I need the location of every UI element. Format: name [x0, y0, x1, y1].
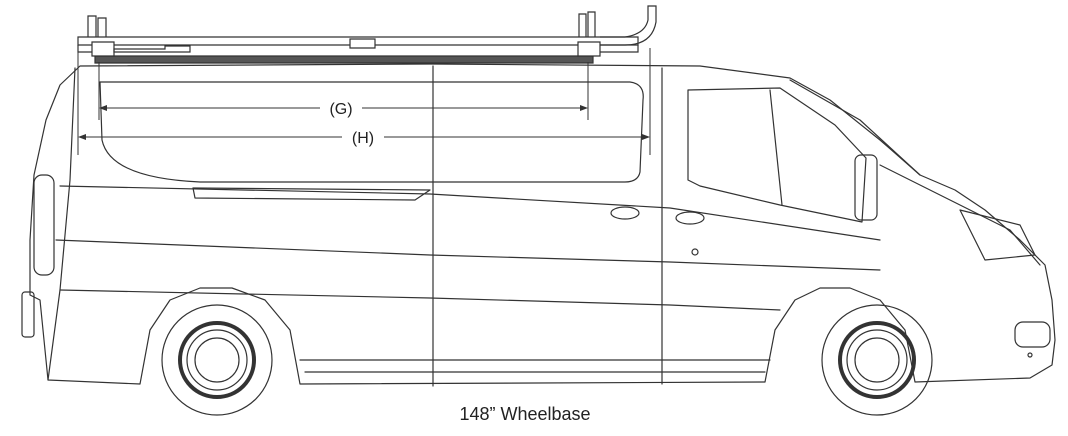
rear-door-handle — [611, 207, 639, 219]
windshield — [790, 80, 920, 175]
rack-post-right — [579, 12, 595, 37]
front-wheel — [822, 305, 932, 415]
g-arrow-left — [99, 105, 107, 111]
fog-light — [1015, 322, 1050, 347]
rear-bumper — [22, 292, 34, 337]
hood-line — [880, 165, 1040, 265]
fuel-door — [692, 249, 698, 255]
rack-base-bar — [95, 56, 593, 63]
rear-door — [48, 68, 75, 380]
sliding-door-track — [193, 188, 430, 200]
g-dimension-label: (G) — [329, 101, 352, 118]
side-window — [100, 82, 643, 182]
front-window — [688, 88, 866, 222]
h-arrow-left — [78, 134, 86, 140]
rear-wheel — [162, 305, 272, 415]
h-dimension-label: (H) — [352, 130, 374, 147]
front-door-handle — [676, 212, 704, 224]
van-body-outline — [30, 64, 1055, 384]
rack-bracket — [350, 39, 375, 48]
rack-post-left — [88, 16, 106, 37]
wheelbase-caption: 148” Wheelbase — [459, 404, 590, 424]
headlight — [960, 210, 1035, 260]
tail-light — [34, 175, 54, 275]
rear-clamp — [578, 42, 600, 56]
rocker-panel — [300, 360, 770, 372]
body-line-upper — [60, 186, 880, 240]
window-divider — [770, 90, 782, 205]
body-line-lower — [60, 290, 780, 310]
dimension-lines — [78, 45, 650, 155]
rack-lever — [114, 46, 190, 52]
body-line-mid — [56, 240, 880, 270]
tow-hook — [1028, 353, 1032, 357]
side-mirror — [855, 155, 877, 220]
ladder-rack — [78, 6, 656, 63]
rack-handle — [600, 6, 656, 45]
h-arrow-right — [642, 134, 650, 140]
g-arrow-right — [580, 105, 588, 111]
front-clamp — [92, 42, 114, 56]
